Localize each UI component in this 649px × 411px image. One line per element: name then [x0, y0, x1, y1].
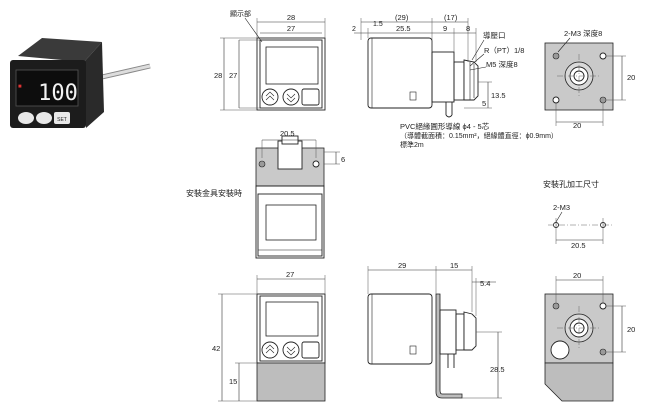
label-thread-r: R（PT）1/8 [484, 46, 524, 55]
label-rear-2m3-depth: 2-M3 深度8 [564, 28, 602, 38]
bracket-rear-view: 20 20 [544, 271, 635, 402]
dim-side-2: 2 [352, 26, 356, 33]
label-pressure-port: 導壓口 [483, 30, 506, 40]
dim-front-height-inner: 27 [229, 71, 237, 80]
dim-front-height-outer: 28 [214, 71, 222, 80]
bracket-front-view: 27 42 15 [212, 270, 326, 402]
photo-display-value: 100 [38, 81, 78, 106]
dim-side-25-5: 25.5 [396, 24, 411, 33]
dim-side-5: 5 [482, 99, 486, 108]
label-thread-m5: M5 深度8 [486, 59, 518, 69]
dim-bracket-rear-vertical: 20 [627, 325, 635, 334]
dim-side-1-5: 1.5 [373, 21, 383, 28]
dim-bracket-front-27: 27 [286, 270, 294, 279]
dim-top-20-5: 20.5 [280, 129, 295, 138]
dim-side-9: 9 [443, 24, 447, 33]
dim-side-17: (17) [444, 13, 458, 22]
photo-set-label: SET [57, 117, 67, 123]
side-view: 1.5 (29) (17) 2 25.5 9 8 13.5 5 導壓口 R（PT… [352, 13, 558, 149]
dim-bracket-side-29: 29 [398, 261, 406, 270]
dim-bracket-rear-horizontal: 20 [573, 271, 581, 280]
dim-front-width-inner: 27 [287, 24, 295, 33]
label-mounting-hole: 安裝孔加工尺寸 [543, 179, 599, 189]
dim-side-29: (29) [395, 13, 409, 22]
cable-spec-line-2: （導體截面積：0.15mm²，絕緣體直徑：ϕ0.9mm） [400, 131, 558, 140]
cable-spec-line-3: 標準2m [400, 140, 424, 149]
rear-view: 2-M3 深度8 20 20 [544, 28, 635, 130]
dim-hole-20-5: 20.5 [571, 241, 586, 250]
front-view: 28 27 28 27 顯示部 [214, 9, 326, 111]
label-bracket-mount: 安裝金具安裝時 [186, 188, 242, 198]
mounting-hole-dimensions: 安裝孔加工尺寸 20.5 2-M3 [543, 179, 612, 250]
sensor-product-photo: 100 ■ SET [10, 38, 151, 128]
dim-rear-horizontal: 20 [573, 121, 581, 130]
label-hole-2m3: 2-M3 [553, 203, 570, 212]
bracket-side-view: 29 15 5.4 28.5 [367, 261, 505, 399]
label-display-part: 顯示部 [230, 9, 251, 18]
dim-side-8: 8 [466, 24, 470, 33]
svg-text:■: ■ [18, 84, 22, 90]
cable-spec-line-1: PVC絕緣圓形導線 ϕ4 - 5芯 [400, 121, 490, 131]
bracket-top-view: 20.5 6 安裝金具安裝時 [186, 129, 345, 259]
dim-top-6: 6 [341, 155, 345, 164]
dim-bracket-side-15: 15 [450, 261, 458, 270]
dim-front-width-outer: 28 [287, 13, 295, 22]
dim-side-13-5: 13.5 [491, 91, 506, 100]
dim-bracket-side-28-5: 28.5 [490, 365, 505, 374]
dim-rear-vertical: 20 [627, 73, 635, 82]
dim-bracket-front-15: 15 [229, 377, 237, 386]
dim-bracket-front-42: 42 [212, 344, 220, 353]
dim-bracket-side-5-4: 5.4 [480, 279, 490, 288]
